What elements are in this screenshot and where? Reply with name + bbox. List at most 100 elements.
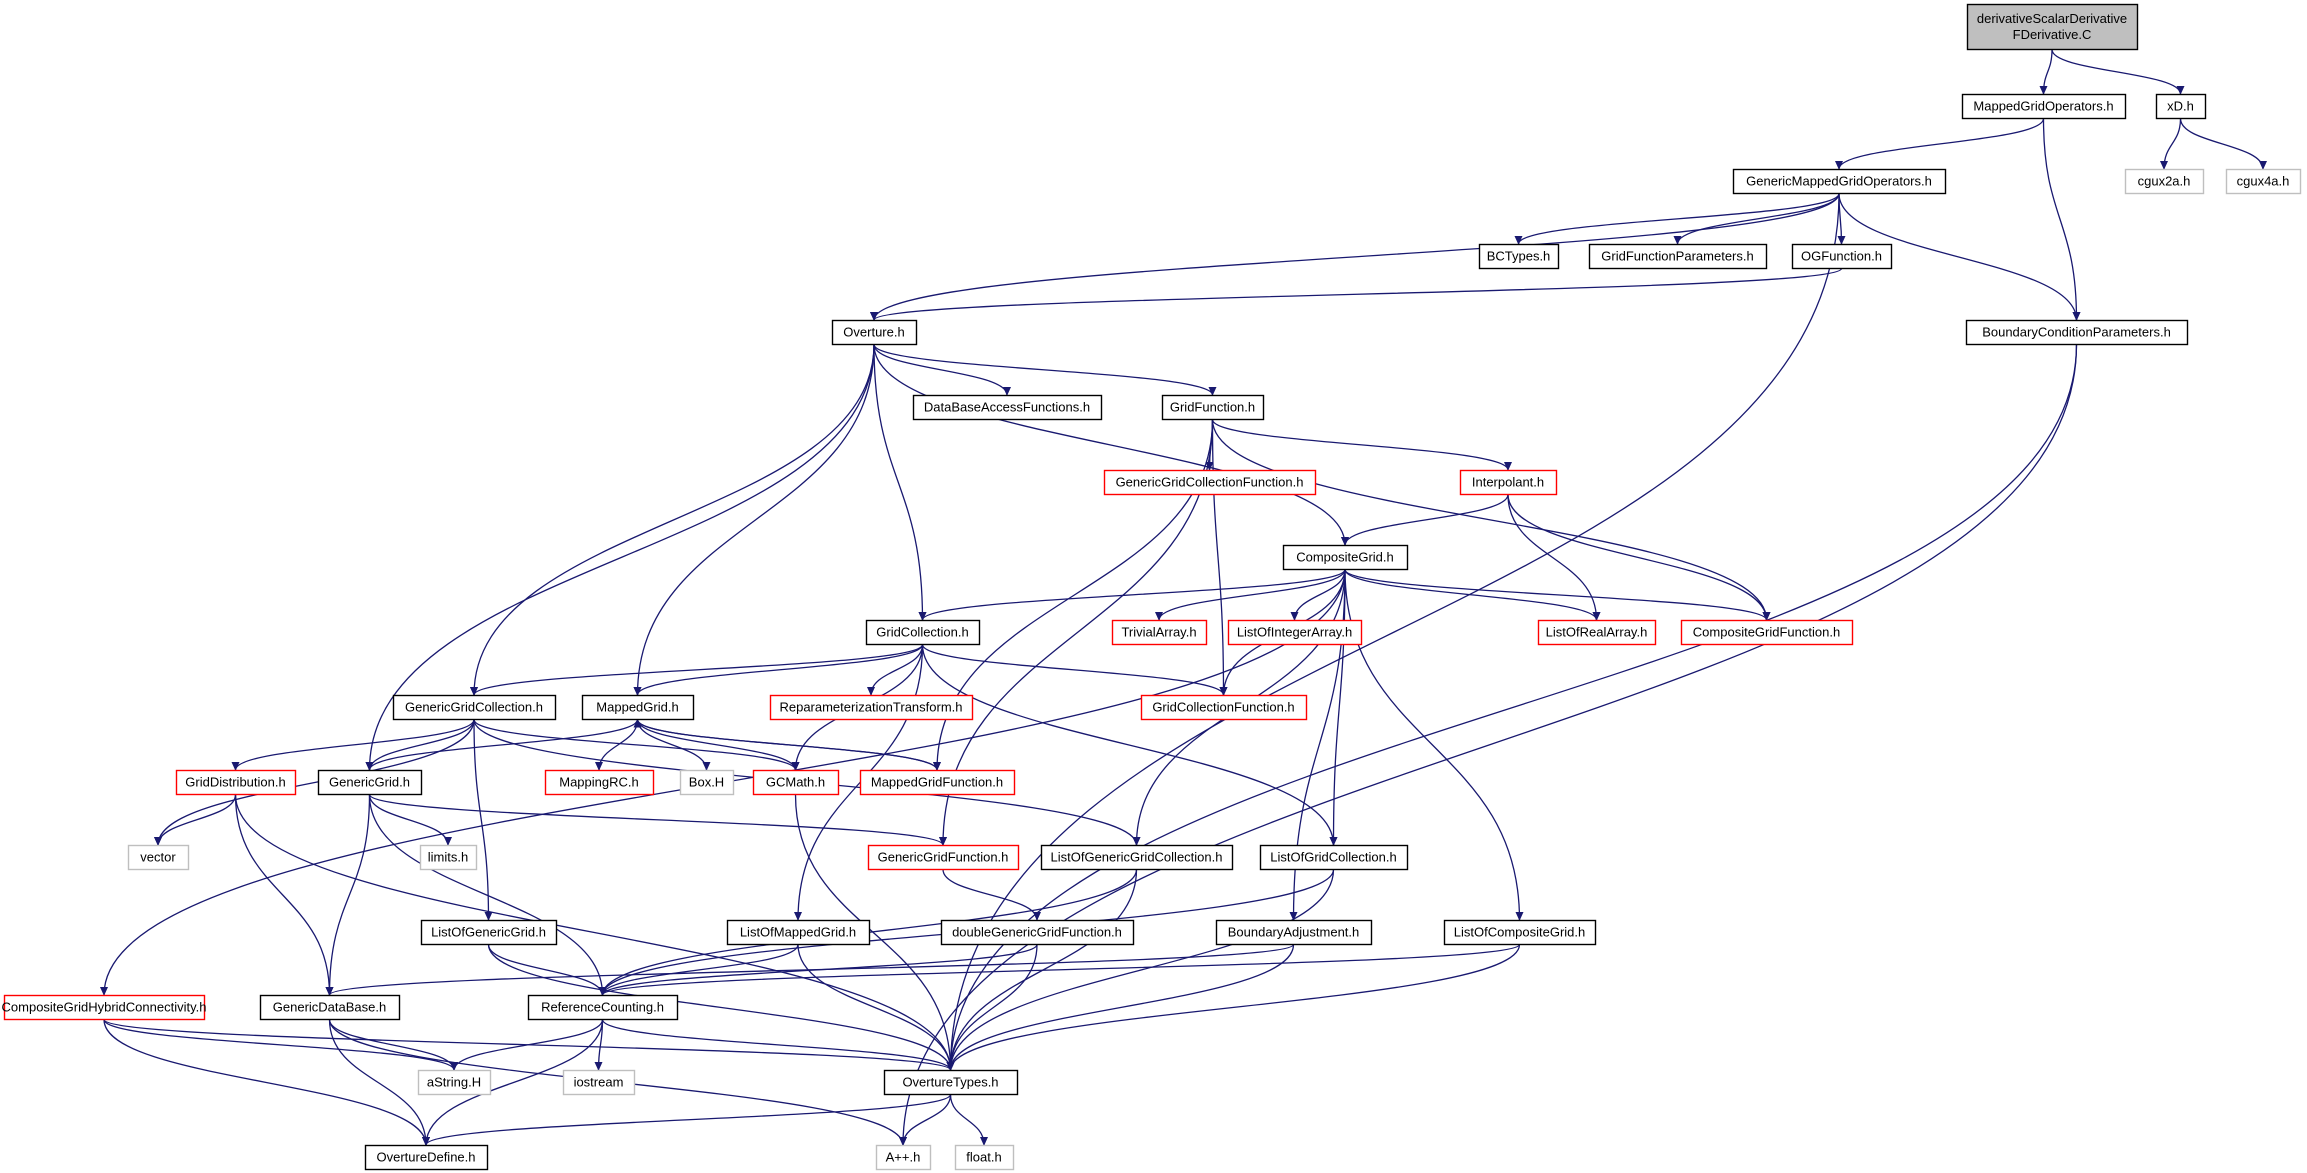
node-cg[interactable]: CompositeGrid.h [1282,544,1409,571]
node-bcp[interactable]: BoundaryConditionParameters.h [1965,319,2189,346]
edge-refc-to-odefine [421,1019,604,1146]
node-ggc[interactable]: GenericGridCollection.h [392,694,557,721]
node-app[interactable]: A++.h [875,1144,932,1171]
node-cghc[interactable]: CompositeGridHybridConnectivity.h [2,994,207,1021]
node-mg[interactable]: MappedGrid.h [581,694,695,721]
node-gg[interactable]: GenericGrid.h [317,769,423,796]
node-box [420,919,558,946]
node-gc[interactable]: GridCollection.h [865,619,981,646]
node-cgux2a[interactable]: cgux2a.h [2124,168,2205,195]
node-logg[interactable]: ListOfGenericGrid.h [420,919,558,946]
node-iostream[interactable]: iostream [562,1069,636,1096]
node-cgf[interactable]: CompositeGridFunction.h [1680,619,1854,646]
node-interp[interactable]: Interpolant.h [1459,469,1558,496]
edge-cg-to-gc [918,568,1346,621]
node-gdb[interactable]: GenericDataBase.h [259,994,401,1021]
node-box [883,1069,1019,1096]
node-boxh[interactable]: Box.H [679,769,735,796]
node-box [127,844,190,871]
node-box [317,769,423,796]
node-box [544,769,655,796]
node-otypes[interactable]: OvertureTypes.h [883,1069,1019,1096]
node-lomg[interactable]: ListOfMappedGrid.h [726,919,871,946]
node-ggcf[interactable]: GenericGridCollectionFunction.h [1103,469,1317,496]
node-label: GridCollection.h [876,625,969,640]
node-label: GenericMappedGridOperators.h [1746,174,1932,189]
edge-gc-to-logc [921,644,1338,846]
node-box [867,844,1020,871]
node-label: Overture.h [843,325,904,340]
node-label: TrivialArray.h [1121,625,1196,640]
node-trivial[interactable]: TrivialArray.h [1111,619,1208,646]
node-label: GridCollectionFunction.h [1152,700,1294,715]
node-label: GenericDataBase.h [273,1000,386,1015]
node-label: vector [140,850,176,865]
node-griddist[interactable]: GridDistribution.h [175,769,297,796]
node-cgux4a[interactable]: cgux4a.h [2225,168,2302,195]
node-dbaf[interactable]: DataBaseAccessFunctions.h [912,394,1103,421]
node-bctypes[interactable]: BCTypes.h [1478,243,1560,270]
node-mgf[interactable]: MappedGridFunction.h [859,769,1016,796]
node-mgo[interactable]: MappedGridOperators.h [1961,93,2127,120]
node-label: Box.H [689,775,724,790]
node-box [954,1144,1015,1171]
node-box [1227,619,1363,646]
node-box [2225,168,2302,195]
node-ggf[interactable]: GenericGridFunction.h [867,844,1020,871]
node-rpt[interactable]: ReparameterizationTransform.h [769,694,974,721]
node-gridfunc[interactable]: GridFunction.h [1161,394,1265,421]
node-overture[interactable]: Overture.h [831,319,918,346]
node-label: OvertureDefine.h [377,1150,476,1165]
node-gmgo[interactable]: GenericMappedGridOperators.h [1732,168,1947,195]
node-label: ListOfGenericGrid.h [431,925,546,940]
node-label: ListOfIntegerArray.h [1237,625,1352,640]
node-loia[interactable]: ListOfIntegerArray.h [1227,619,1363,646]
node-box [875,1144,932,1171]
node-vector[interactable]: vector [127,844,190,871]
edge-logg-to-otypes [487,944,955,1071]
node-box [417,1069,492,1096]
edge-badj-to-gdb [325,943,1295,996]
node-badj[interactable]: BoundaryAdjustment.h [1215,919,1373,946]
node-gcf[interactable]: GridCollectionFunction.h [1140,694,1308,721]
edge-gg-to-limits [368,794,453,846]
node-odefine[interactable]: OvertureDefine.h [364,1144,489,1171]
edge-ggc-to-griddist [231,719,475,771]
edge-gdb-to-astring [328,1019,459,1071]
edge-gmgo-to-bcp [1838,193,2081,321]
edge-gmgo-to-overture [870,193,1840,321]
node-label: GridFunctionParameters.h [1601,249,1753,264]
node-box [1161,394,1265,421]
node-label: ListOfMappedGrid.h [740,925,856,940]
node-gcmath[interactable]: GCMath.h [752,769,840,796]
edge-gmgo-to-bctypes [1514,193,1840,245]
edge-interp-to-cgf [1507,494,1771,621]
node-gfp[interactable]: GridFunctionParameters.h [1588,243,1768,270]
node-dggf[interactable]: doubleGenericGridFunction.h [940,919,1135,946]
node-logc[interactable]: ListOfGridCollection.h [1259,844,1409,871]
node-box [1478,243,1560,270]
node-ogf[interactable]: OGFunction.h [1791,243,1893,270]
edge-gc-to-rpt [866,644,924,696]
node-lora[interactable]: ListOfRealArray.h [1537,619,1657,646]
node-loggc[interactable]: ListOfGenericGridCollection.h [1040,844,1234,871]
edge-overture-to-mg [633,344,875,696]
node-locg[interactable]: ListOfCompositeGrid.h [1443,919,1597,946]
node-xd[interactable]: xD.h [2155,93,2207,120]
node-label: cgux2a.h [2138,174,2191,189]
node-float[interactable]: float.h [954,1144,1015,1171]
edge-locg-to-otypes [946,944,1521,1071]
node-box [1732,168,1947,195]
node-mrc[interactable]: MappingRC.h [544,769,655,796]
node-box [1965,319,2189,346]
node-limits[interactable]: limits.h [419,844,478,871]
node-astring[interactable]: aString.H [417,1069,492,1096]
edge-griddist-to-gdb [234,794,334,996]
node-refc[interactable]: ReferenceCounting.h [527,994,679,1021]
node-label: DataBaseAccessFunctions.h [924,400,1090,415]
edge-gmgo-to-gfp [1673,193,1840,245]
edge-gc-to-ggc [470,643,924,696]
